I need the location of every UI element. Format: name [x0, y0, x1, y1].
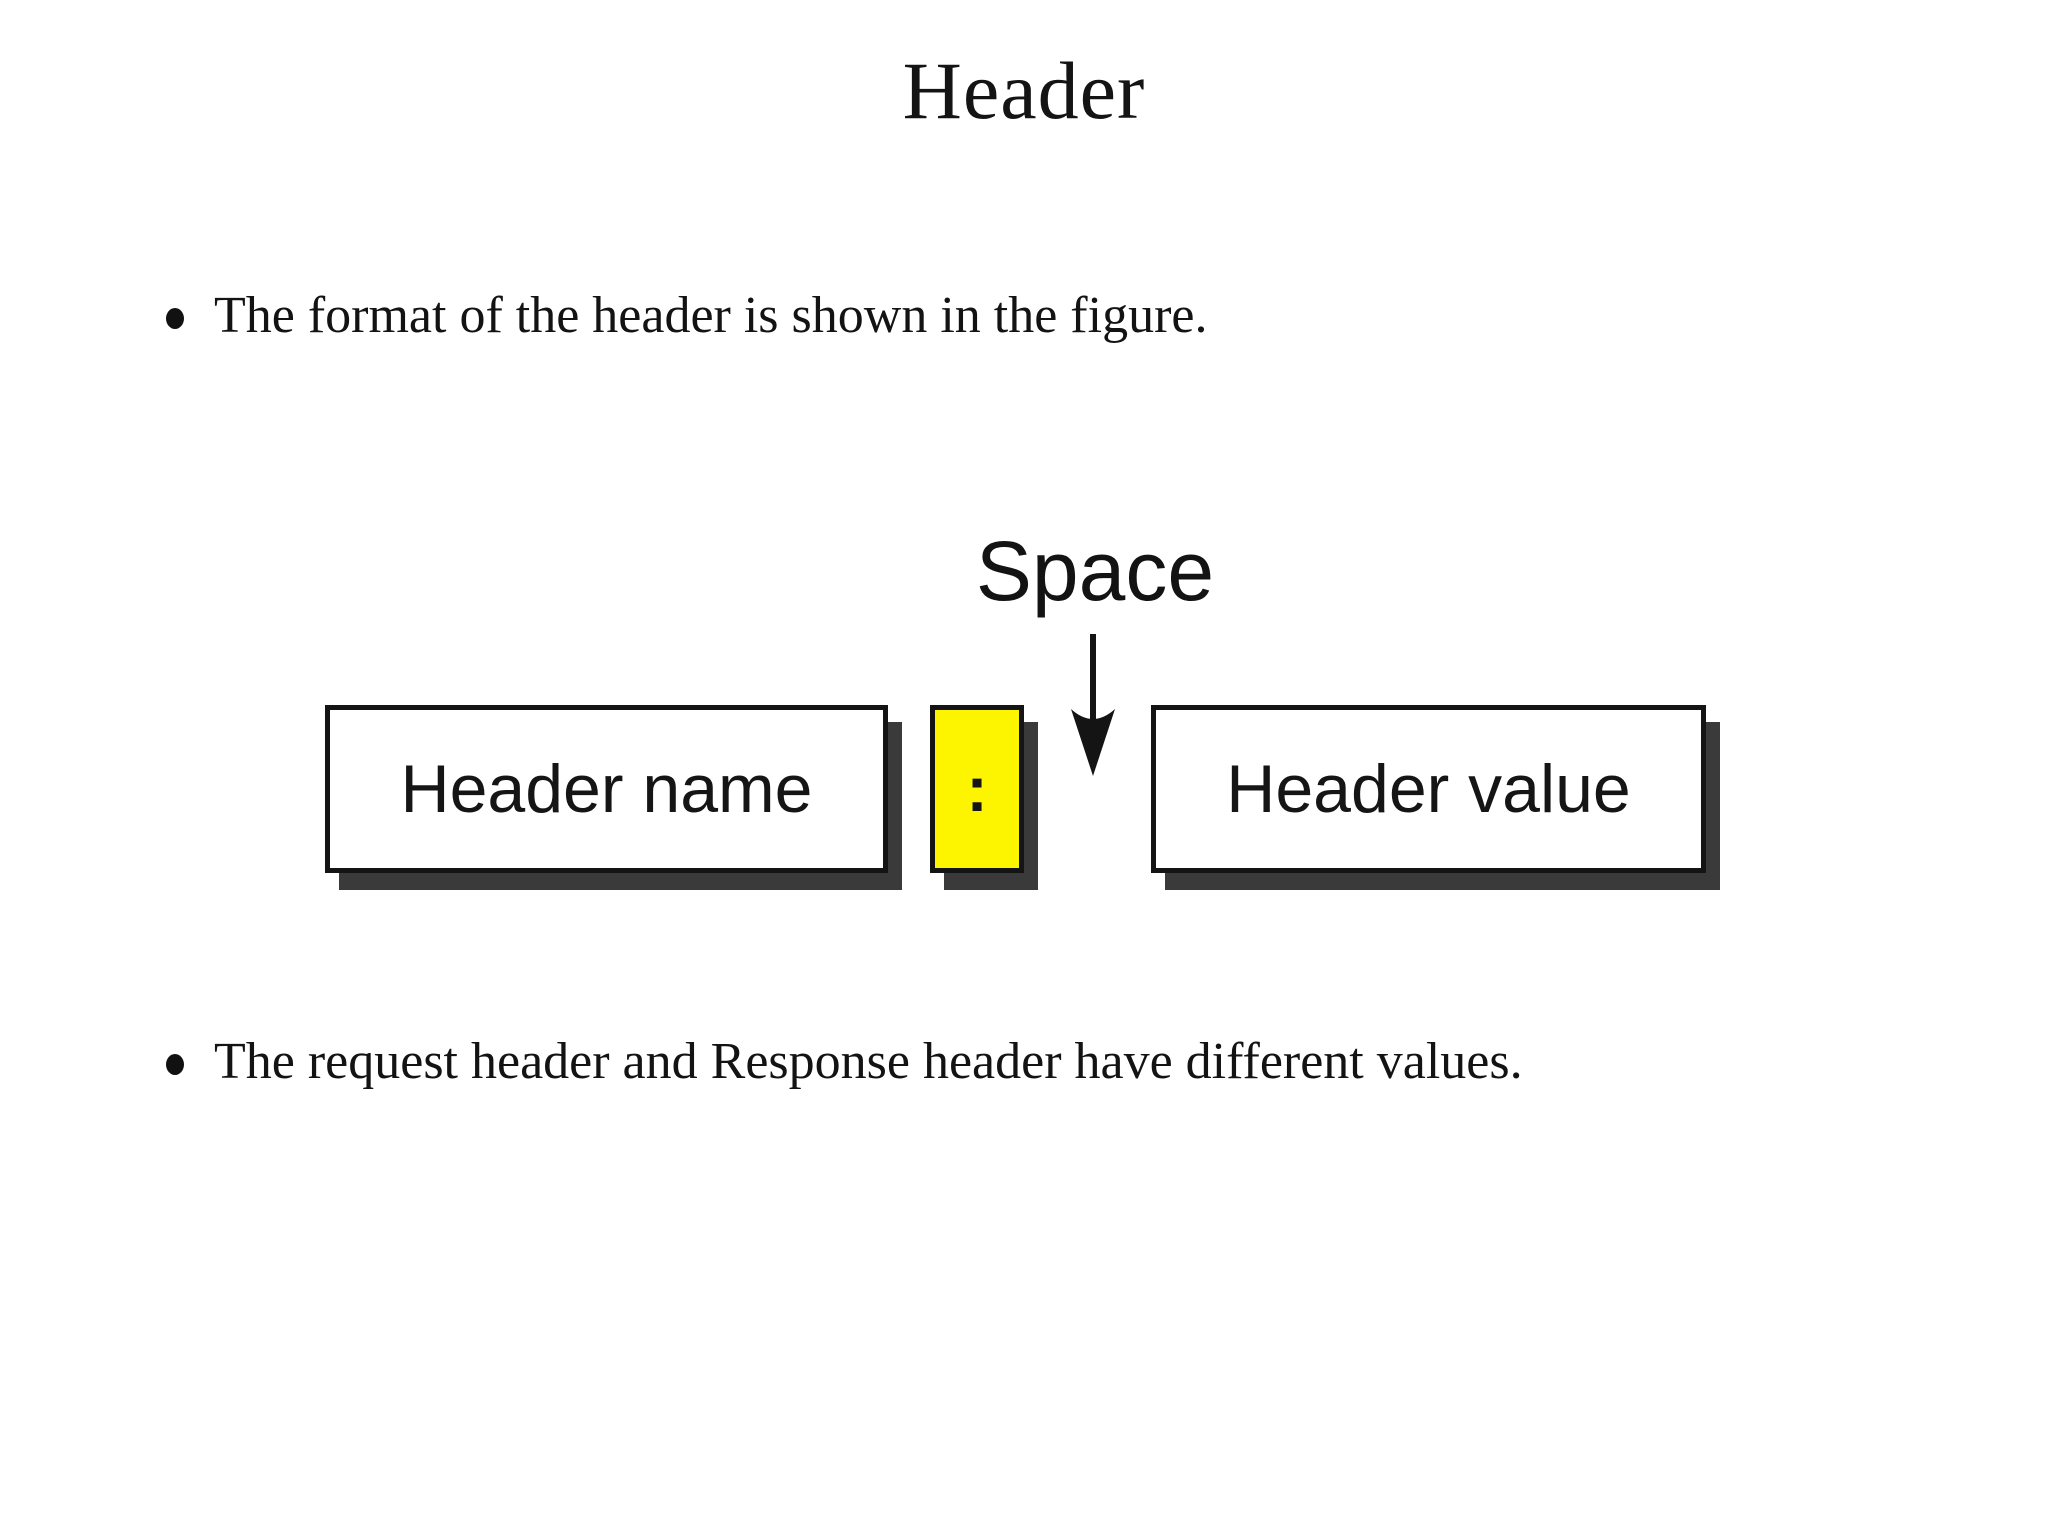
colon-separator-box: : — [930, 705, 1024, 873]
header-value-label: Header value — [1226, 751, 1631, 827]
colon-separator-label: : — [966, 753, 988, 825]
space-label: Space — [975, 524, 1215, 618]
bullet-item: The format of the header is shown in the… — [166, 283, 1207, 348]
down-arrow-icon — [1071, 634, 1115, 776]
bullet-item: The request header and Response header h… — [166, 1029, 1523, 1094]
bullet-text: The request header and Response header h… — [214, 1033, 1523, 1090]
slide-title: Header — [902, 45, 1146, 136]
header-name-label: Header name — [400, 751, 813, 827]
bullet-icon — [166, 308, 184, 329]
bullet-icon — [166, 1054, 184, 1075]
bullet-text: The format of the header is shown in the… — [214, 287, 1208, 344]
header-name-box: Header name — [325, 705, 888, 873]
header-value-box: Header value — [1151, 705, 1706, 873]
